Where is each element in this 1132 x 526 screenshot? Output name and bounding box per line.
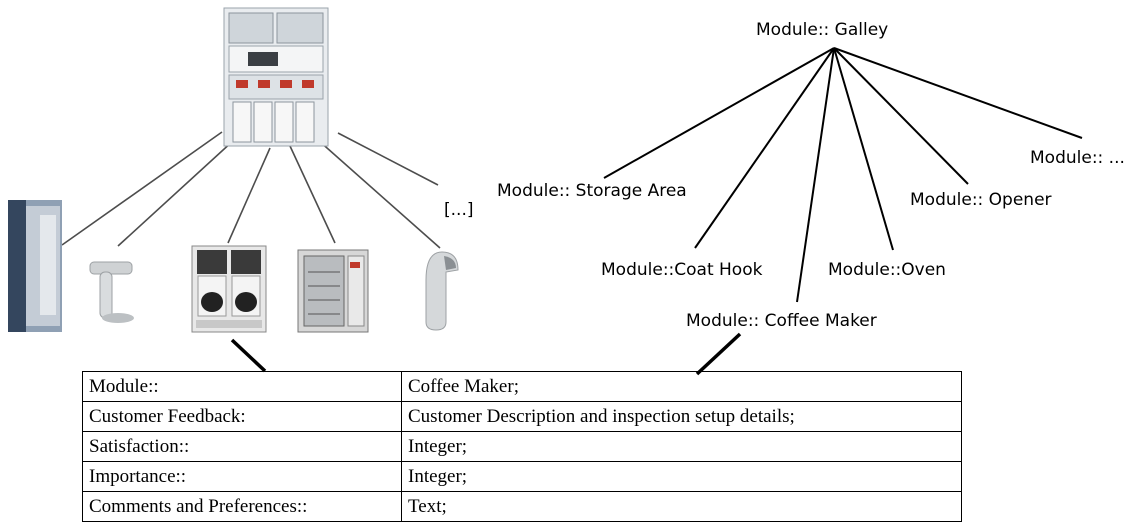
node-opener: Module:: Opener <box>910 190 1052 210</box>
table-row: Comments and Preferences:: Text; <box>82 491 962 522</box>
oven-image <box>297 249 369 333</box>
attribute-value: Integer; <box>401 461 962 492</box>
storage-cabinet-image <box>8 200 62 332</box>
node-storage-area: Module:: Storage Area <box>497 181 687 201</box>
node-coffee-maker: Module:: Coffee Maker <box>686 311 877 331</box>
coffee-maker-image <box>191 245 267 333</box>
attribute-key: Satisfaction:: <box>82 431 402 462</box>
connector-coat-hook-node <box>694 47 835 249</box>
table-row: Customer Feedback: Customer Description … <box>82 401 962 432</box>
connector-coffee-maker-node <box>796 47 835 303</box>
node-oven: Module::Oven <box>828 260 946 280</box>
table-row: Module:: Coffee Maker; <box>82 371 962 402</box>
attribute-key: Customer Feedback: <box>82 401 402 432</box>
connector-oven-node <box>833 47 894 251</box>
link-image-to-table <box>230 338 267 373</box>
table-row: Satisfaction:: Integer; <box>82 431 962 462</box>
galley-unit-image <box>223 7 329 147</box>
attribute-value: Text; <box>401 491 962 522</box>
attribute-key: Comments and Preferences:: <box>82 491 402 522</box>
connector-opener-node <box>833 47 969 185</box>
attribute-key: Module:: <box>82 371 402 402</box>
link-node-to-table <box>695 332 742 376</box>
attribute-value: Integer; <box>401 431 962 462</box>
attribute-key: Importance:: <box>82 461 402 492</box>
coat-hook-image <box>89 261 134 323</box>
table-row: Importance:: Integer; <box>82 461 962 492</box>
more-modules-label: [...] <box>444 200 474 220</box>
connector-storage <box>61 131 223 246</box>
connector-coffee-maker <box>227 147 271 244</box>
connector-storage-area <box>603 47 835 179</box>
connector-oven <box>289 145 336 244</box>
connector-coat-hook <box>117 139 235 247</box>
attribute-value: Customer Description and inspection setu… <box>401 401 962 432</box>
node-coat-hook: Module::Coat Hook <box>601 260 763 280</box>
connector-more-node <box>833 47 1083 139</box>
node-more: Module:: ... <box>1030 148 1125 168</box>
module-attributes-table: Module:: Coffee Maker; Customer Feedback… <box>82 371 962 522</box>
connector-opener <box>317 139 441 249</box>
attribute-value: Coffee Maker; <box>401 371 962 402</box>
node-galley: Module:: Galley <box>756 20 889 40</box>
opener-image <box>425 251 459 331</box>
connector-more <box>337 132 439 186</box>
